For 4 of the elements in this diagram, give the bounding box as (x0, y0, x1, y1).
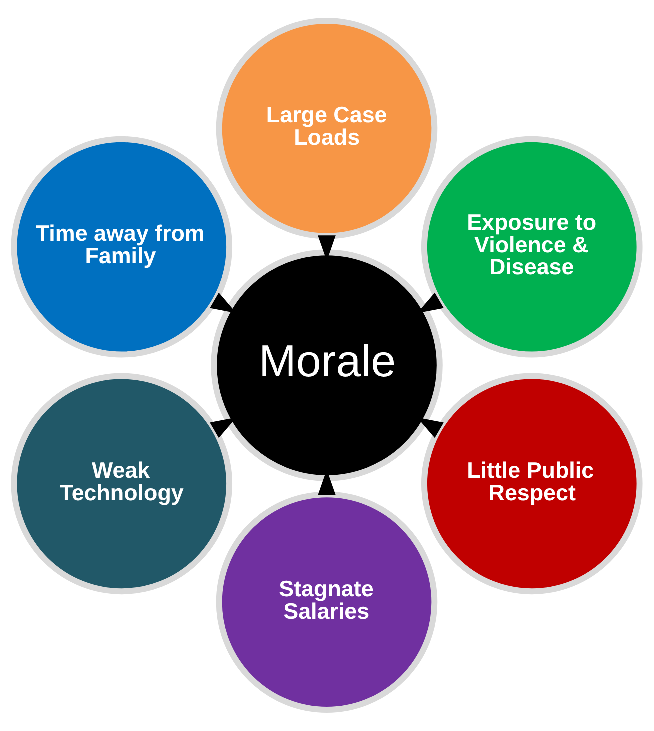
node-circle: Exposure to Violence & Disease (421, 136, 643, 358)
node-circle: Little Public Respect (421, 373, 643, 595)
node-circle: Time away from Family (11, 136, 233, 358)
node-circle: Weak Technology (11, 373, 233, 595)
